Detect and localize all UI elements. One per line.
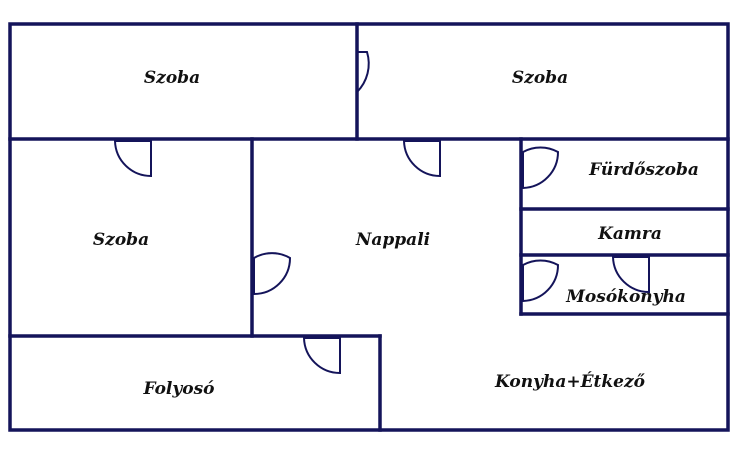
label-szoba-top-left: Szoba (144, 68, 200, 88)
label-mosokonyha: Mosókonyha (565, 287, 686, 307)
label-folyoso: Folyosó (142, 379, 214, 399)
outer-wall (8, 22, 730, 432)
door-arc-corridor (302, 337, 341, 375)
label-szoba-mid-left: Szoba (93, 230, 149, 250)
label-konyha-etkezo: Konyha+Étkező (494, 371, 646, 392)
door-arc-laundry (522, 259, 560, 303)
label-nappali: Nappali (355, 230, 430, 250)
door-arc-szoba-left (113, 140, 152, 178)
door-arc-top (356, 51, 370, 95)
label-szoba-top-right: Szoba (512, 68, 568, 88)
doors (113, 51, 650, 375)
door-arc-bath (522, 146, 560, 190)
door-arc-pantry (611, 256, 650, 294)
door-arc-nappali-left (253, 252, 292, 296)
label-furdoszoba: Fürdőszoba (588, 160, 699, 180)
room-labels: Szoba Szoba Szoba Nappali Fürdőszoba Kam… (93, 68, 699, 399)
walls (8, 22, 730, 432)
door-arc-nappali-top (402, 140, 441, 178)
label-kamra: Kamra (597, 224, 662, 244)
